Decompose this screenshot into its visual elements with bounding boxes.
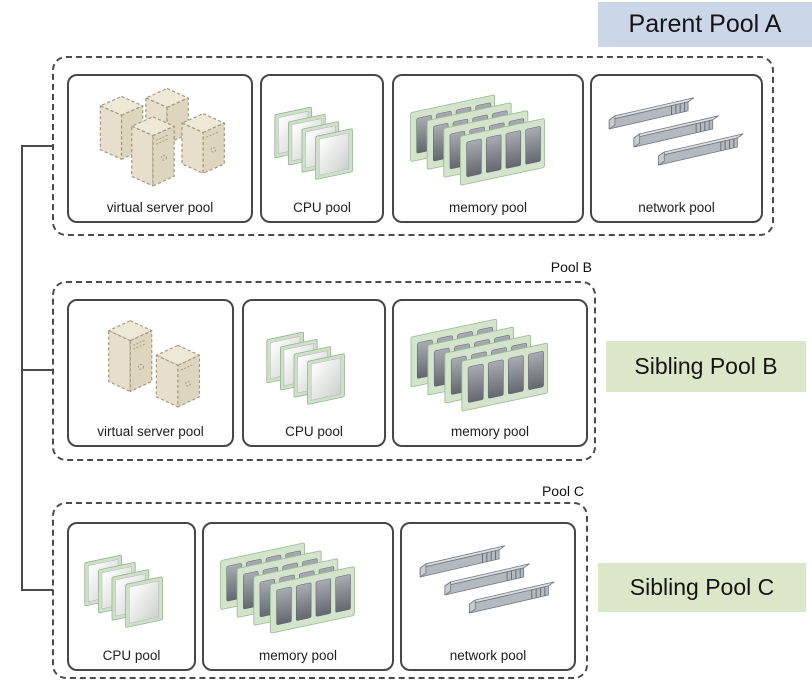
cpu-pool-icon bbox=[270, 94, 374, 182]
sibling-pool-b-label: Sibling Pool B bbox=[606, 341, 806, 392]
card-label: network pool bbox=[638, 199, 715, 215]
parent-pool-a-label-text: Parent Pool A bbox=[628, 10, 782, 38]
hierarchy-trunk-line bbox=[21, 145, 23, 591]
icon-wrap bbox=[394, 301, 586, 425]
pool-a-network-pool-card: network pool bbox=[590, 74, 763, 223]
pool-b-container: virtual server pool CPU pool memory pool bbox=[52, 281, 596, 461]
network-pool-icon bbox=[412, 540, 564, 632]
sibling-pool-c-label: Sibling Pool C bbox=[598, 563, 806, 612]
card-label: CPU pool bbox=[285, 423, 343, 439]
icon-wrap bbox=[244, 301, 384, 425]
cpu-pool-icon bbox=[262, 319, 366, 407]
cpu-pool-icon bbox=[80, 542, 184, 630]
card-label: memory pool bbox=[450, 423, 530, 439]
card-label: network pool bbox=[449, 647, 527, 663]
card-label: CPU pool bbox=[102, 647, 161, 663]
icon-wrap bbox=[69, 524, 194, 649]
pool-b-tag: Pool B bbox=[550, 259, 592, 275]
icon-wrap bbox=[69, 301, 232, 425]
card-label: memory pool bbox=[448, 199, 528, 215]
pool-c-network-pool-card: network pool bbox=[400, 522, 576, 671]
virtual-server-pool-icon bbox=[83, 313, 219, 413]
icon-wrap bbox=[592, 76, 761, 201]
pool-c-container: CPU pool memory pool network pool bbox=[52, 502, 588, 679]
pool-b-cpu-pool-card: CPU pool bbox=[242, 299, 386, 447]
icon-wrap bbox=[204, 524, 392, 649]
hierarchy-branch-pool-c bbox=[21, 589, 53, 591]
network-pool-icon bbox=[601, 92, 753, 184]
hierarchy-branch-pool-a bbox=[21, 145, 53, 147]
pool-a-container: virtual server pool CPU pool memory pool… bbox=[52, 56, 774, 236]
pool-c-memory-pool-card: memory pool bbox=[202, 522, 394, 671]
memory-pool-icon bbox=[214, 537, 382, 635]
virtual-server-pool-icon bbox=[76, 87, 244, 189]
pool-c-cpu-pool-card: CPU pool bbox=[67, 522, 196, 671]
parent-pool-a-label: Parent Pool A bbox=[598, 2, 812, 47]
memory-pool-icon bbox=[404, 89, 572, 187]
pool-c-tag: Pool C bbox=[541, 483, 584, 499]
sibling-pool-c-label-text: Sibling Pool C bbox=[629, 574, 775, 600]
pool-b-virtual-server-pool-card: virtual server pool bbox=[67, 299, 234, 447]
hierarchy-branch-pool-b bbox=[21, 369, 53, 371]
icon-wrap bbox=[394, 76, 582, 201]
card-label: memory pool bbox=[258, 647, 338, 663]
icon-wrap bbox=[262, 76, 382, 201]
card-label: CPU pool bbox=[293, 199, 351, 215]
icon-wrap bbox=[402, 524, 574, 649]
memory-pool-icon bbox=[404, 313, 576, 413]
card-label: virtual server pool bbox=[97, 423, 204, 439]
sibling-pool-b-label-text: Sibling Pool B bbox=[634, 353, 778, 379]
pool-a-memory-pool-card: memory pool bbox=[392, 74, 584, 223]
pool-a-virtual-server-pool-card: virtual server pool bbox=[67, 74, 253, 223]
icon-wrap bbox=[69, 76, 251, 201]
pool-b-memory-pool-card: memory pool bbox=[392, 299, 588, 447]
pool-a-cpu-pool-card: CPU pool bbox=[260, 74, 384, 223]
card-label: virtual server pool bbox=[106, 199, 214, 215]
